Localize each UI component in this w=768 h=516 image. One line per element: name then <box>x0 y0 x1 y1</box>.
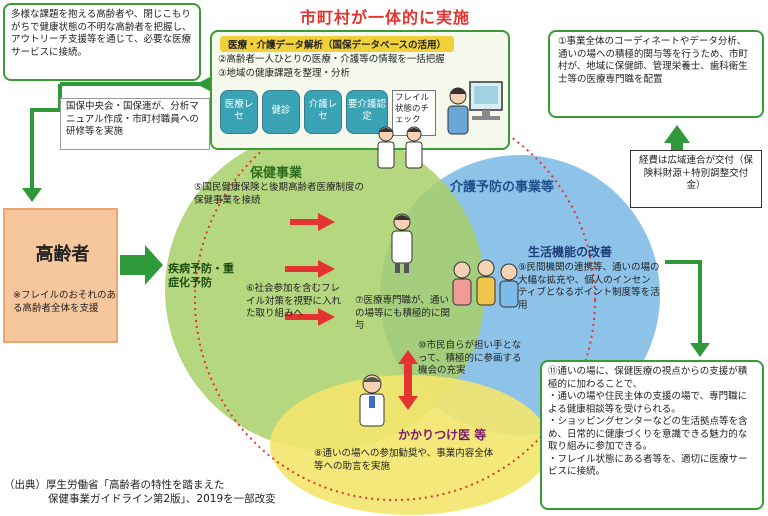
kaigo-item9: ⑨民間機関の連携等、通いの場の大幅な拡充や、個人のインセンティブとなるポイント制… <box>518 262 660 311</box>
source-note: （出典）厚生労働省「高齢者の特性を踏まえた 保健事業ガイドライン第2版」、201… <box>4 478 276 506</box>
hoken-item5: ⑤国民健康保険と後期高齢者医療制度の保健事業を接続 <box>194 182 365 206</box>
kokuho-text: 国保中央会・国保連が、分析マニュアル作成・市町村職員への研修等を実施 <box>66 101 199 137</box>
hoken-title: 保健事業 <box>250 166 303 181</box>
red-arrow-1 <box>290 213 335 231</box>
analyst-computer-icon <box>447 81 503 135</box>
elderly-note: ※フレイルのおそれのある高齢者全体を支援 <box>13 290 116 314</box>
expense-box: 経費は広域連合が交付（保険料財源＋特別調整交付金） <box>630 150 762 208</box>
disease-prevention-label: 疾病予防・重症化予防 <box>168 262 234 289</box>
connector-line-right <box>665 260 702 345</box>
elderly-to-hoken-arrow <box>120 245 163 285</box>
source-line1: （出典）厚生労働省「高齢者の特性を踏まえた <box>4 479 225 491</box>
box-effects: ⑪通いの場に、保健医療の視点からの支援が積極的に加わることで、 ・通いの場や住民… <box>540 360 764 510</box>
elderly-group-icon <box>452 259 519 308</box>
data-analysis-box: 医療・介護データ解析（国保データベースの活用） ②高齢者一人ひとりの医療・介護等… <box>210 30 510 150</box>
cylinder-certification: 要介護認定 <box>346 90 388 134</box>
cylinder-checkup: 健診 <box>262 90 300 134</box>
kokuho-box: 国保中央会・国保連が、分析マニュアル作成・市町村職員への研修等を実施 <box>60 98 210 150</box>
source-line2: 保健事業ガイドライン第2版」、2019を一部改変 <box>48 493 276 505</box>
health-staff-pair-icon <box>377 126 423 169</box>
box-effects-line1: ⑪通いの場に、保健医療の視点からの支援が積極的に加わることで、 <box>548 366 748 390</box>
box-coordination: ①事業全体のコーディネートやデータ分析、通いの場への積極的関与等を行うため、市町… <box>548 30 764 118</box>
cylinder-medical: 医療レセ <box>220 90 258 134</box>
kakaritsuke-circle <box>270 375 550 515</box>
double-arrow <box>398 350 418 410</box>
data-analysis-item2: ②高齢者一人ひとりの医療・介護等の情報を一括把握 <box>218 54 445 65</box>
kakaritsuke-item8: ⑧通いの場への参加勧奨や、事業内容全体等への助言を実施 <box>314 448 494 472</box>
connector-arrow-left <box>22 188 42 202</box>
box-effects-line2: ・通いの場や住民主体の支援の場で、専門職による健康相談等を受けられる。 <box>548 391 748 415</box>
elderly-box: 高齢者 ※フレイルのおそれのある高齢者全体を支援 <box>3 208 118 343</box>
kaigo-title: 介護予防の事業等 <box>450 180 555 195</box>
seikatsu-label: 生活機能の改善 <box>528 245 613 259</box>
center-item7: ⑦医療専門職が、通いの場等にも積極的に関与 <box>355 295 451 331</box>
connector-arrow-right <box>690 343 710 357</box>
hoken-item6: ⑥社会参加を含むフレイル対策を視野に入れた取り組みへ <box>246 283 342 319</box>
doctor-icon <box>359 374 385 427</box>
connector-line-left <box>30 108 60 190</box>
expense-text: 経費は広域連合が交付（保険料財源＋特別調整交付金） <box>638 155 753 191</box>
cylinder-care: 介護レセ <box>304 90 342 134</box>
box-effects-line3: ・ショッピングセンターなどの生活拠点等を含め、日常的に健康づくりを意識できる魅力… <box>548 416 748 452</box>
box-outreach: 多様な課題を抱える高齢者や、閉じこもりがちで健康状態の不明な高齢者を把握し、アウ… <box>3 3 201 81</box>
box-coordination-text: ①事業全体のコーディネートやデータ分析、通いの場への積極的関与等を行うため、市町… <box>558 36 749 85</box>
header-title: 市町村が一体的に実施 <box>300 8 471 27</box>
kakaritsuke-title: かかりつけ医 等 <box>398 428 487 442</box>
data-analysis-title: 医療・介護データ解析（国保データベースの活用） <box>220 36 455 52</box>
nurse-icon <box>391 213 413 273</box>
elderly-title: 高齢者 <box>35 244 90 265</box>
data-analysis-item3: ③地域の健康課題を整理・分析 <box>218 68 351 79</box>
red-arrow-3 <box>285 308 335 326</box>
center-item10: ⑩市民自らが担い手となって、積極的に参画する機会の充実 <box>418 340 522 376</box>
box-effects-line4: ・フレイル状態にある者等を、適切に医療サービスに接続。 <box>548 453 748 478</box>
box-outreach-text: 多様な課題を抱える高齢者や、閉じこもりがちで健康状態の不明な高齢者を把握し、アウ… <box>11 9 192 58</box>
expense-up-arrow <box>664 125 690 152</box>
red-arrow-2 <box>285 260 335 278</box>
